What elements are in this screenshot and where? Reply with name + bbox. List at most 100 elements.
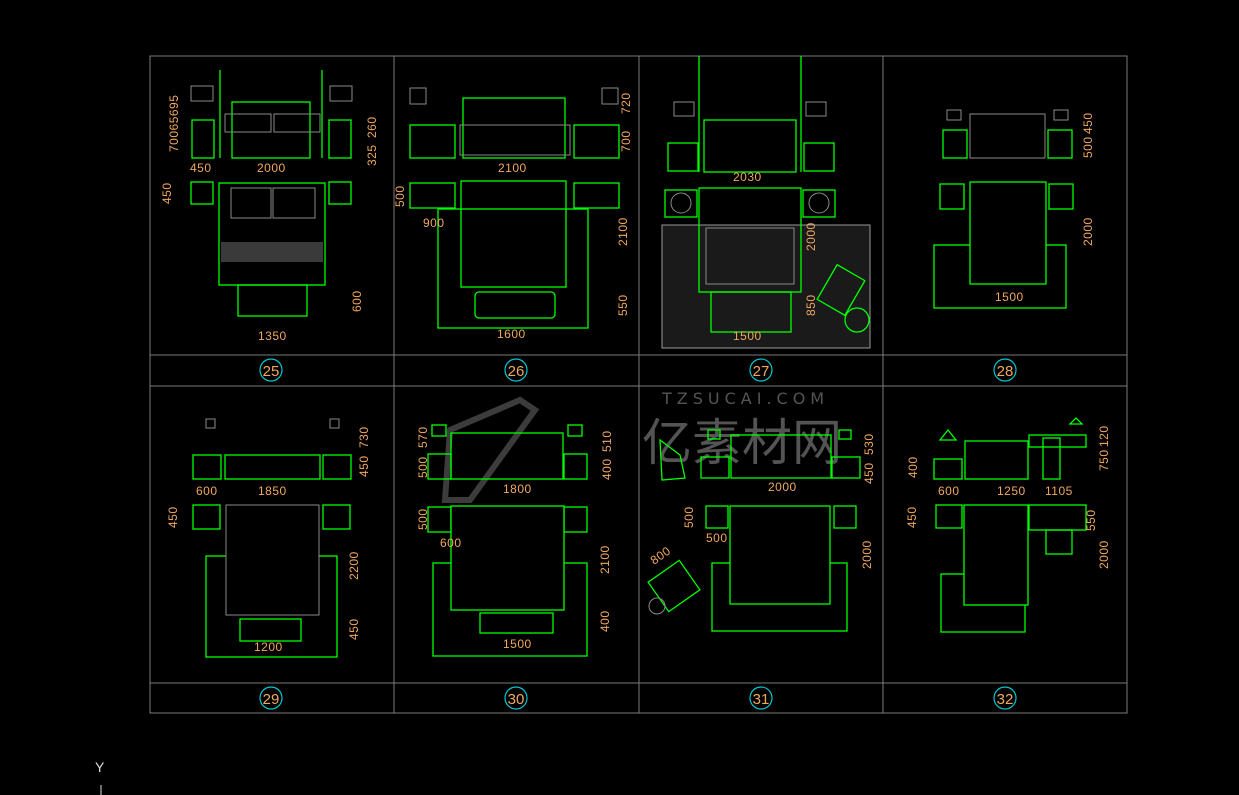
dimension-label: 600: [440, 536, 462, 550]
furniture-outline: [844, 307, 870, 333]
furniture-outline: [601, 87, 619, 105]
panel-label-31: 31: [753, 691, 770, 708]
furniture-outline: [224, 113, 272, 133]
furniture-outline: [729, 505, 831, 605]
furniture-outline: [946, 109, 962, 121]
dimension-label: 2000: [768, 480, 797, 494]
furniture-outline: [803, 142, 835, 172]
furniture-outline: [224, 454, 321, 480]
furniture-outline: [749, 358, 773, 382]
dimension-label: 550: [616, 294, 630, 316]
dimension-label: 2100: [616, 217, 630, 246]
furniture-outline: [328, 119, 352, 159]
dimension-label: 2000: [860, 540, 874, 569]
furniture-outline: [1028, 434, 1087, 448]
furniture-outline: [479, 612, 554, 634]
dimension-label: 400: [600, 458, 614, 480]
furniture-outline: [833, 505, 857, 529]
furniture-outline: [409, 87, 427, 105]
furniture-outline: [808, 192, 830, 214]
furniture-outline: [705, 505, 729, 529]
dimension-label: 600: [196, 484, 218, 498]
furniture-outline: [431, 424, 447, 437]
furniture-outline: [938, 428, 958, 441]
furniture-outline: [647, 559, 701, 613]
furniture-outline: [707, 429, 721, 440]
dimension-label: 1105: [1045, 484, 1073, 498]
furniture-outline: [272, 187, 316, 219]
dimension-label: 2200: [347, 551, 361, 580]
furniture-outline: [670, 192, 692, 214]
dimension-label: 2100: [498, 161, 527, 175]
furniture-outline: [225, 504, 320, 616]
dimension-label: 450: [166, 506, 180, 528]
furniture-outline: [409, 124, 456, 159]
panel-27-bed-layout[interactable]: 2030 2000 850 1500: [661, 56, 871, 349]
watermark: 亿素材网 TZSUCAI.COM: [441, 389, 842, 503]
furniture-outline: [964, 440, 1029, 480]
dimension-label: 720: [619, 92, 633, 114]
dimension-label: 850: [804, 294, 818, 316]
furniture-outline: [504, 358, 528, 382]
dimension-label: 530: [862, 433, 876, 455]
furniture-outline: [504, 686, 528, 710]
furniture-outline: [703, 119, 797, 173]
dimension-label: 1500: [503, 637, 532, 651]
furniture-outline: [673, 101, 695, 117]
panel-29-bed-layout[interactable]: 730 450 600 1850 450 2200 450 1200: [166, 418, 371, 658]
furniture-outline: [969, 113, 1046, 159]
dimension-label: 500: [393, 185, 407, 207]
furniture-outline: [664, 189, 698, 218]
dimension-label: 800: [648, 544, 674, 568]
dimension-label: 450: [160, 182, 174, 204]
panel-26-bed-layout[interactable]: 2100 720 700 500 900 2100 550 1600: [393, 87, 633, 341]
dimension-label: 600: [938, 484, 960, 498]
furniture-outline: [1068, 417, 1084, 425]
panel-31-bed-layout[interactable]: 530 450 2000 500 500 800 2000: [647, 429, 876, 632]
furniture-outline: [942, 129, 968, 159]
furniture-outline: [221, 242, 323, 262]
panel-28-bed-layout[interactable]: 450 500 2000 1500: [933, 109, 1095, 309]
furniture-outline: [933, 458, 963, 480]
panel-label-27: 27: [753, 363, 770, 380]
furniture-outline: [969, 181, 1047, 285]
furniture-outline: [328, 181, 352, 205]
furniture-outline: [218, 182, 326, 286]
furniture-outline: [700, 456, 730, 479]
dimension-label: 2000: [804, 222, 818, 251]
furniture-outline: [993, 686, 1017, 710]
furniture-outline: [259, 686, 283, 710]
furniture-outline: [816, 263, 866, 317]
furniture-outline: [993, 358, 1017, 382]
furniture-outline: [329, 418, 340, 429]
dimension-label: 450: [905, 506, 919, 528]
furniture-outline: [231, 101, 311, 159]
panel-25-bed-layout[interactable]: 70065695 450 2000 325 260 450 600 1350: [160, 70, 379, 343]
furniture-outline: [749, 686, 773, 710]
furniture-outline: [273, 113, 321, 133]
panel-30-bed-layout[interactable]: 570 500 510 400 1800 500 600 2100 400 15…: [416, 424, 614, 657]
dimension-label: 900: [423, 216, 445, 230]
panel-32-bed-layout[interactable]: 400 120 750 600 1250 1105 450 550 2000: [905, 417, 1111, 633]
dimension-label: 500: [706, 531, 728, 545]
dimension-label: 1600: [497, 327, 526, 341]
panel-label-32: 32: [997, 691, 1014, 708]
dimension-label: 2000: [257, 161, 286, 175]
furniture-outline: [935, 504, 963, 529]
furniture-outline: [567, 424, 583, 437]
furniture-outline: [1048, 183, 1074, 210]
furniture-outline: [1047, 129, 1073, 159]
furniture-outline: [1028, 504, 1087, 531]
furniture-outline: [329, 85, 353, 102]
ucs-axis-icon: Y: [95, 759, 105, 795]
dimension-label: 450: [862, 462, 876, 484]
furniture-outline: [239, 618, 302, 642]
furniture-outline: [563, 506, 588, 533]
dimension-label: 1500: [733, 329, 762, 343]
watermark-cn: 亿素材网: [642, 414, 842, 472]
furniture-outline: [462, 97, 566, 159]
drawing-text: Y: [95, 759, 105, 775]
furniture-outline: [802, 189, 836, 218]
furniture-outline: [441, 396, 540, 503]
